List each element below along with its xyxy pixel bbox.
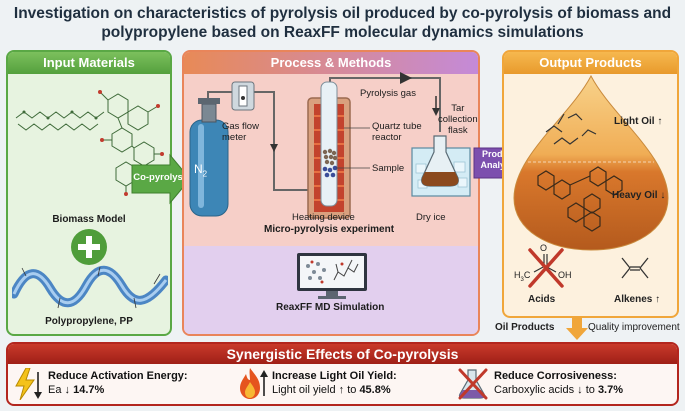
- reaxff-label: ReaxFF MD Simulation: [276, 302, 385, 313]
- acid-oh-label: OH: [558, 270, 572, 280]
- tar-collection-flask-label: Tar collection flask: [438, 103, 478, 136]
- acid-structure-image: [528, 248, 564, 288]
- quartz-tube-reactor-label: Quartz tube reactor: [372, 121, 422, 143]
- oil-products-label: Oil Products: [495, 322, 555, 333]
- micro-pyrolysis-label: Micro-pyrolysis experiment: [264, 224, 395, 235]
- synergistic-effects-header: Synergistic Effects of Co-pyrolysis: [8, 344, 677, 364]
- page-title: Investigation on characteristics of pyro…: [13, 5, 672, 41]
- arrow-down-icon: ↓: [660, 190, 666, 201]
- heating-device-label: Heating device: [292, 212, 355, 223]
- process-methods-header: Process & Methods: [184, 52, 478, 74]
- gas-flow-meter-label: Gas flow meter: [222, 121, 259, 143]
- pyrolysis-gas-label: Pyrolysis gas: [360, 88, 416, 99]
- polypropylene-helix-image: [12, 265, 168, 309]
- alkenes-label: Alkenes ↑: [614, 294, 661, 305]
- biomass-model-label: Biomass Model: [52, 214, 126, 225]
- co-pyrolysis-arrow: [131, 153, 191, 205]
- lightning-icon: [15, 368, 42, 400]
- acid-o-label: O: [540, 243, 548, 253]
- co-pyrolysis-label: Co-pyrolysis: [133, 172, 191, 183]
- plus-icon: [71, 229, 107, 265]
- down-arrow-icon: [566, 316, 588, 340]
- synergy-item-light-oil-yield: Increase Light Oil Yield: Light oil yiel…: [272, 370, 397, 396]
- arrow-up-icon: ↑: [655, 294, 661, 305]
- pyrolysis-apparatus-diagram: [189, 72, 471, 219]
- dry-ice-label: Dry ice: [416, 212, 446, 223]
- polypropylene-label: Polypropylene, PP: [45, 316, 133, 327]
- flame-icon: [240, 368, 268, 399]
- corrosion-flask-icon: [458, 368, 488, 400]
- simulation-monitor-image: [297, 253, 367, 299]
- sample-label: Sample: [372, 163, 405, 174]
- heavy-oil-label: Heavy Oil ↓: [612, 190, 666, 201]
- light-oil-label: Light Oil ↑: [614, 116, 663, 127]
- alkene-structure-image: [621, 257, 649, 279]
- acid-h3c-label: H3C: [514, 270, 531, 283]
- quality-improvement-label: Quality improvement: [588, 322, 680, 333]
- output-products-header: Output Products: [504, 52, 677, 74]
- synergistic-effects-panel: Synergistic Effects of Co-pyrolysis: [6, 342, 679, 406]
- input-materials-header: Input Materials: [8, 52, 170, 74]
- oil-drop-image: [513, 74, 669, 251]
- product-analysis-label: Product Analysis: [480, 149, 518, 170]
- arrow-up-icon: ↑: [657, 116, 663, 127]
- synergy-item-corrosiveness: Reduce Corrosiveness: Carboxylic acids ↓…: [494, 370, 624, 396]
- n2-label: N2: [194, 162, 208, 179]
- synergy-item-activation-energy: Reduce Activation Energy: Ea ↓ 14.7%: [48, 370, 188, 396]
- acids-label: Acids: [528, 294, 556, 305]
